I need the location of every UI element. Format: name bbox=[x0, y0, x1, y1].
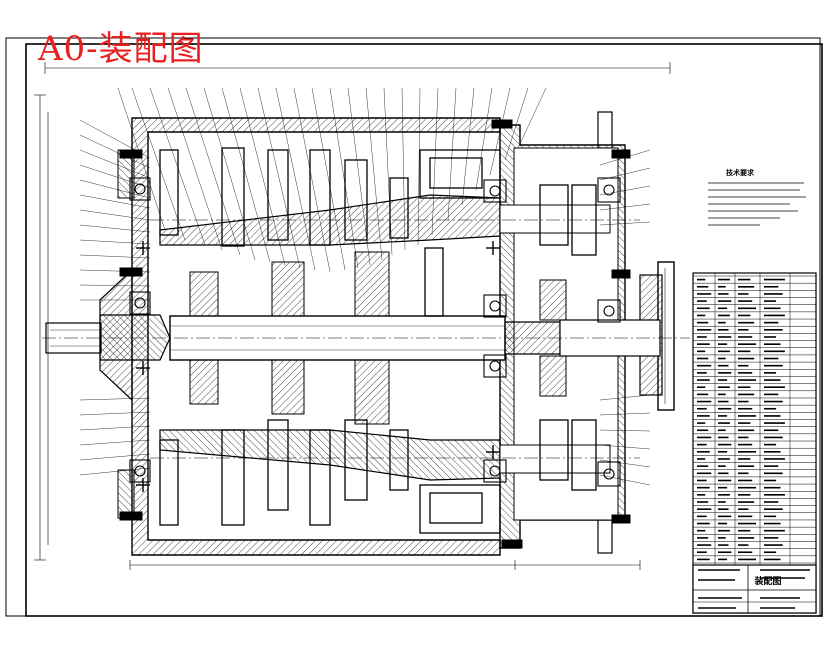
drawing-title: 装配图 bbox=[753, 575, 781, 587]
synchronizers bbox=[189, 251, 567, 425]
inner-border bbox=[25, 43, 823, 617]
input-shaft bbox=[45, 314, 171, 361]
parts-list-table bbox=[692, 272, 817, 614]
bearing-cross-marks bbox=[136, 241, 500, 492]
leader-lines-left bbox=[79, 119, 151, 476]
sheet-heading: A0-装配图 bbox=[38, 29, 204, 69]
technical-notes: 技术要求 bbox=[708, 168, 806, 226]
overall-dimension-lines bbox=[34, 62, 671, 570]
center-lines bbox=[42, 219, 690, 459]
bolts bbox=[119, 119, 631, 549]
leader-lines-top bbox=[117, 87, 547, 273]
lower-gears bbox=[159, 419, 597, 534]
bearings bbox=[129, 177, 621, 487]
technical-notes-title: 技术要求 bbox=[726, 168, 755, 177]
leader-lines-right bbox=[599, 149, 651, 486]
title-block: 装配图 bbox=[692, 564, 817, 614]
